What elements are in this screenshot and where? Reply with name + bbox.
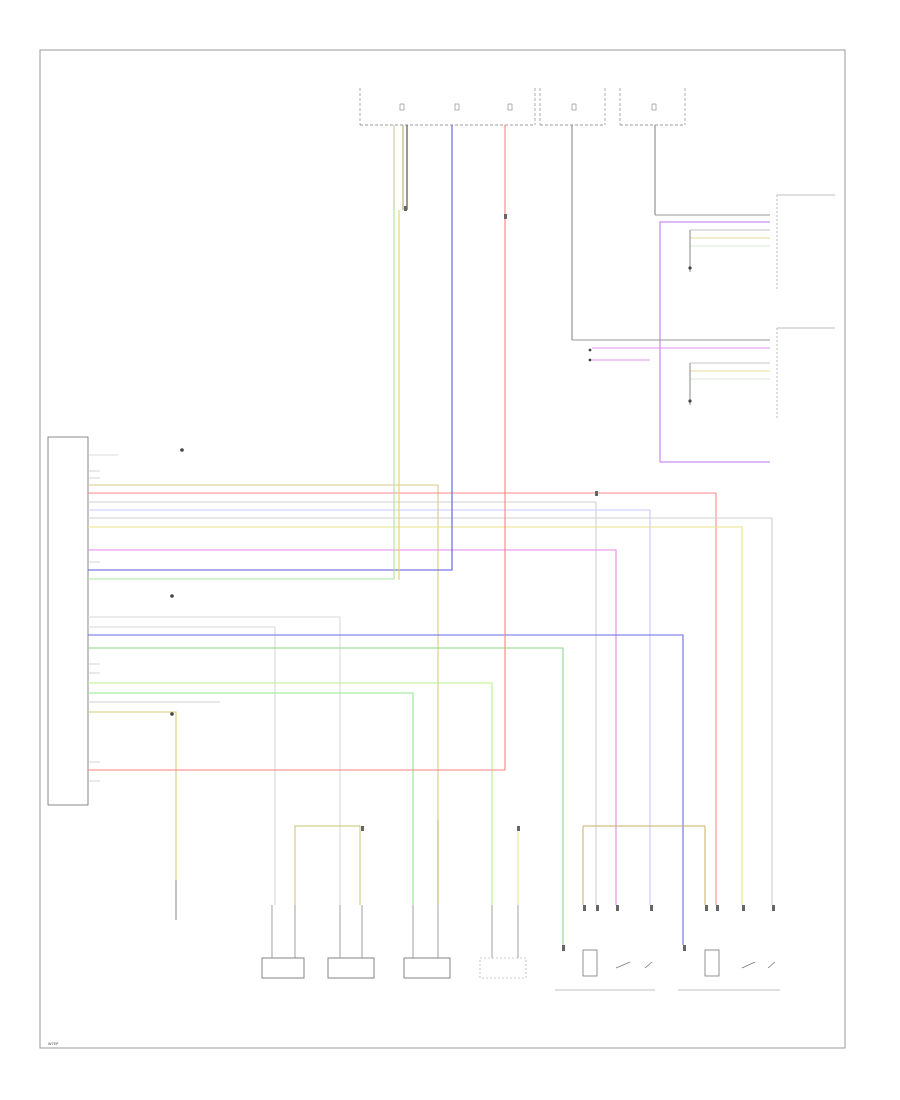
sensor-2 <box>327 905 375 979</box>
upper-right-sensor-wiring <box>572 214 770 463</box>
wire-h-7 <box>88 549 617 905</box>
module-pins <box>88 454 118 782</box>
horizontal-wires <box>88 205 773 945</box>
fuse-box-middle <box>539 88 606 126</box>
wire-h-1 <box>88 484 439 820</box>
fuse-box-right <box>619 88 686 126</box>
wire-h-4 <box>88 509 651 905</box>
bottom-connectors <box>361 206 775 951</box>
wire-h-13 <box>88 647 564 945</box>
wire-h-8 <box>88 205 453 571</box>
fuse-box-left <box>359 88 536 126</box>
vertical-wires <box>393 125 656 580</box>
wire-h-11 <box>88 626 276 905</box>
bottom-wiring <box>175 820 706 920</box>
fuse-block-group <box>359 88 686 126</box>
lower-right-sensor <box>776 327 835 420</box>
diagram-frame <box>39 49 846 1049</box>
wire-h-5 <box>88 517 773 905</box>
footer-code: W7EP <box>48 1042 59 1046</box>
switch-assembly-right <box>678 949 780 991</box>
wire-h-15 <box>88 692 414 905</box>
sensor-4 <box>479 905 527 979</box>
wire-h-3 <box>88 501 597 905</box>
sensor-1 <box>261 905 305 979</box>
wire-h-10 <box>88 616 341 905</box>
wire-h-18 <box>88 205 506 771</box>
wire-h-9 <box>88 205 395 580</box>
switch-assembly-left <box>555 949 655 991</box>
sensor-3 <box>403 905 451 979</box>
control-module <box>47 436 89 806</box>
wire-h-14 <box>88 682 493 905</box>
wire-h-6 <box>88 526 743 905</box>
upper-right-sensor <box>776 194 835 290</box>
wire-h-2 <box>88 492 717 905</box>
wire-h-17 <box>88 711 177 880</box>
splice-points <box>170 266 692 716</box>
wire-h-12 <box>88 634 684 945</box>
